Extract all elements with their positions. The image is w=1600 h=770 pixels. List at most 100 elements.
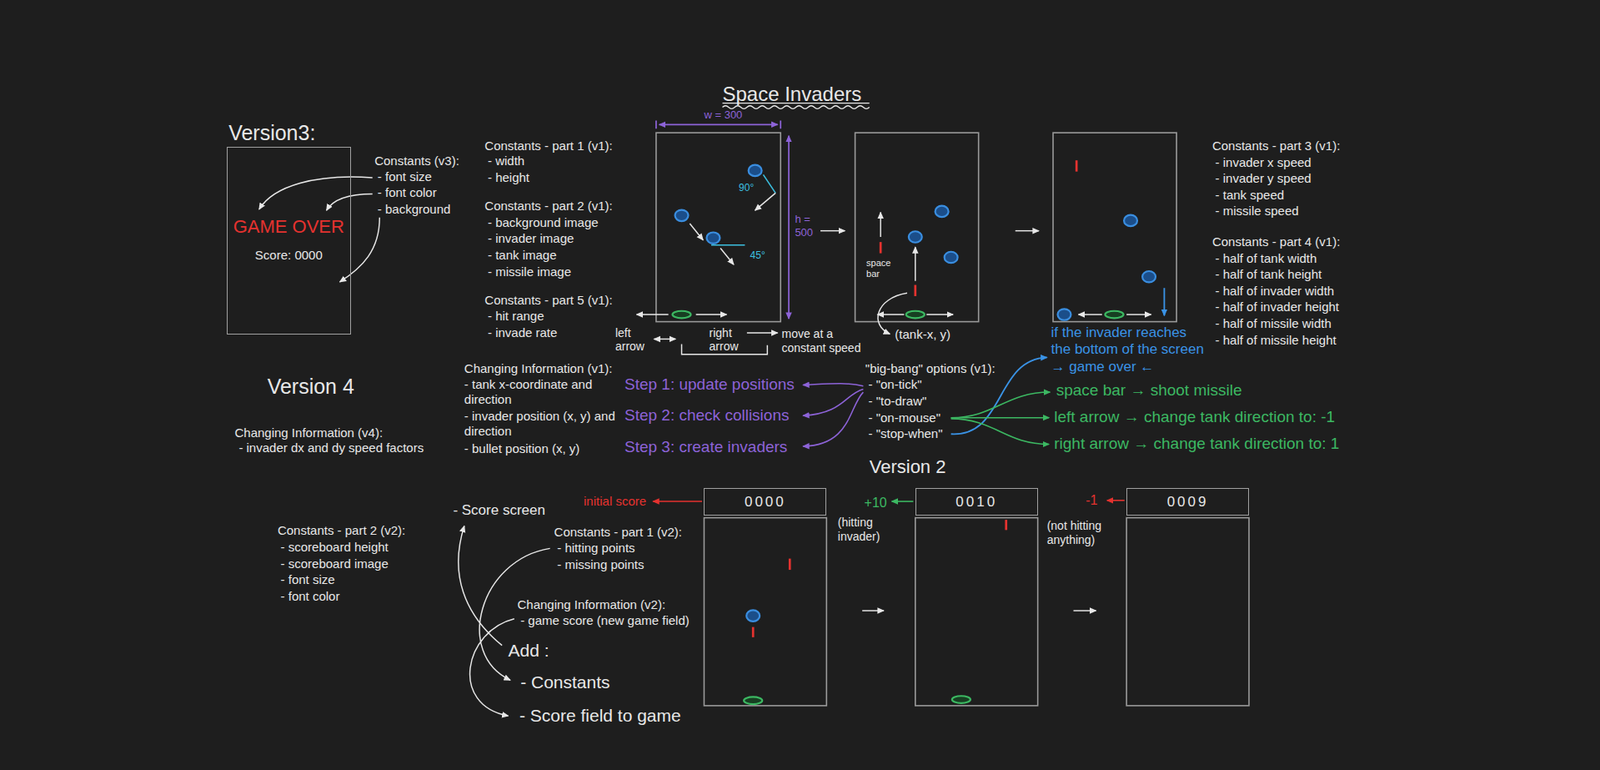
step-note: Step 2: check collisions bbox=[624, 406, 790, 426]
rule-note: if the invader reaches the bottom of the… bbox=[1051, 324, 1209, 376]
section-heading: Constants - part 2 (v2): bbox=[277, 522, 406, 538]
list-item: - invader dx and dy speed factors bbox=[238, 440, 424, 456]
game-screen bbox=[656, 132, 781, 322]
list-item: - background image bbox=[487, 215, 599, 231]
list-item: - bullet position (x, y) bbox=[464, 441, 580, 457]
missile-sprite bbox=[752, 160, 1077, 637]
list-item: - half of invader width bbox=[1215, 283, 1335, 299]
motion-arrow bbox=[1078, 313, 1103, 315]
scoreboard: 0009 bbox=[1126, 487, 1249, 516]
dimension-label: w = 300 bbox=[703, 108, 743, 122]
step-arrow bbox=[802, 391, 863, 447]
section-heading: Changing Information (v2): bbox=[516, 596, 666, 612]
game-screen bbox=[1126, 517, 1249, 706]
list-item: - "on-mouse" bbox=[867, 410, 941, 426]
invader-sprite bbox=[908, 230, 923, 242]
list-item: - font size bbox=[280, 571, 336, 587]
list-item: - scoreboard height bbox=[280, 539, 389, 555]
invader-sprite bbox=[746, 609, 760, 621]
diagram-title: Space Invaders bbox=[722, 82, 862, 107]
scoreboard: 0000 bbox=[703, 487, 827, 516]
list-item: - missing points bbox=[556, 556, 644, 572]
note-text: - Score screen bbox=[452, 501, 546, 519]
motion-arrow bbox=[1126, 313, 1151, 315]
score-digits: 0000 bbox=[744, 493, 787, 511]
section-heading: Changing Information (v4): bbox=[234, 425, 383, 441]
motion-arrow bbox=[1073, 609, 1096, 611]
dimension-line bbox=[787, 135, 790, 319]
key-arrow bbox=[951, 418, 1049, 445]
angle-label: 90° bbox=[738, 181, 754, 194]
invader-sprite bbox=[748, 165, 763, 176]
score-digits: 0009 bbox=[1167, 493, 1209, 511]
step-arrow bbox=[802, 383, 863, 387]
score-arrow bbox=[1107, 499, 1125, 502]
section-heading: Constants - part 3 (v1): bbox=[1212, 138, 1340, 154]
list-item: - background bbox=[377, 201, 452, 217]
list-item: - half of tank width bbox=[1215, 250, 1318, 266]
invader-sprite bbox=[1123, 215, 1138, 226]
motion-arrow bbox=[653, 338, 676, 340]
key-label: space bar bbox=[866, 257, 895, 280]
motion-arrow bbox=[689, 223, 703, 241]
list-item: - scoreboard image bbox=[280, 556, 389, 572]
list-item: - half of missile height bbox=[1215, 332, 1337, 348]
list-item: - missile speed bbox=[1215, 203, 1300, 219]
note-text: - Constants bbox=[520, 671, 610, 693]
motion-arrow bbox=[720, 247, 734, 265]
list-item: - hit range bbox=[487, 308, 545, 324]
section-heading: Constants - part 1 (v1): bbox=[484, 138, 612, 154]
game-over-screen: GAME OVERScore: 0000 bbox=[226, 146, 352, 335]
list-item: - missile image bbox=[487, 264, 572, 280]
motion-arrow bbox=[877, 313, 905, 315]
invader-sprite bbox=[707, 231, 721, 243]
section-heading: Constants - part 4 (v1): bbox=[1212, 234, 1340, 250]
motion-arrow bbox=[1015, 230, 1039, 231]
step-note: Step 1: update positions bbox=[624, 375, 795, 395]
list-item: - width bbox=[487, 153, 525, 169]
tank-sprite bbox=[952, 695, 971, 703]
motion-arrow bbox=[914, 246, 916, 281]
step-arrow bbox=[802, 383, 863, 447]
invader-sprite bbox=[1142, 270, 1156, 282]
game-screen bbox=[1053, 132, 1177, 322]
section-heading: Constants - part 1 (v2): bbox=[554, 524, 683, 540]
game-screen bbox=[855, 132, 979, 322]
dimension-line bbox=[656, 120, 789, 318]
missile-sprite bbox=[752, 626, 755, 637]
step-arrow bbox=[802, 388, 863, 416]
score-arrow bbox=[892, 500, 914, 502]
score-change: +10 bbox=[864, 494, 888, 511]
section-heading: Constants (v3): bbox=[374, 153, 460, 169]
key-arrow bbox=[951, 391, 1051, 418]
invader-sprite bbox=[944, 251, 958, 263]
coordinate-label: (tank-x, y) bbox=[894, 326, 951, 342]
list-item: - "to-draw" bbox=[867, 393, 927, 409]
angle-mark bbox=[711, 174, 776, 245]
note-text: Add : bbox=[507, 639, 549, 661]
motion-arrow bbox=[926, 313, 953, 315]
score-arrow bbox=[652, 500, 1124, 502]
motion-arrow bbox=[636, 313, 669, 315]
list-item: - hitting points bbox=[556, 540, 635, 556]
missile-sprite bbox=[1004, 519, 1008, 530]
key-arrow bbox=[951, 416, 1049, 419]
invader-sprite bbox=[1058, 308, 1072, 320]
list-item: - invader x speed bbox=[1215, 155, 1312, 171]
game-screen bbox=[703, 517, 827, 706]
score-arrow bbox=[652, 500, 703, 502]
note-text: move at a constant speed bbox=[781, 326, 873, 356]
score-change: -1 bbox=[1085, 491, 1098, 508]
list-item: - tank image bbox=[487, 247, 557, 263]
tank-sprite bbox=[743, 696, 763, 704]
scoreboard: 0010 bbox=[915, 487, 1039, 516]
note-text: (not hitting anything) bbox=[1047, 518, 1116, 547]
invader-sprite bbox=[935, 205, 949, 217]
list-item: - font color bbox=[280, 588, 341, 604]
note-text: - Score field to game bbox=[519, 704, 682, 726]
missile-sprite bbox=[879, 241, 883, 253]
tank-sprite bbox=[906, 310, 925, 319]
list-item: - tank speed bbox=[1215, 187, 1285, 203]
angle-mark bbox=[762, 174, 776, 193]
